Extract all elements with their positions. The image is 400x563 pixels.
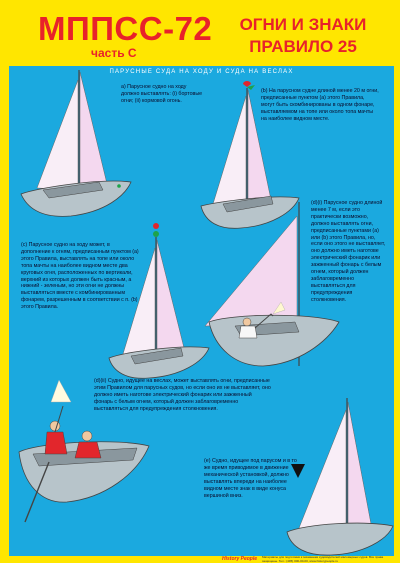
small-sailboat-illustration <box>204 202 340 367</box>
cone-shape-icon <box>291 464 305 478</box>
rowboat-illustration <box>18 379 150 523</box>
paragraph-b: (b) На парусном судне длиной менее 20 м … <box>261 88 379 122</box>
publisher-logo: History People <box>222 556 258 562</box>
imprint-text: Материалы для подготовки к экзаменам суд… <box>262 555 384 563</box>
page-title: МППСС-72 <box>38 10 213 47</box>
sidelight-green-icon <box>117 184 121 188</box>
person-2-head-icon <box>81 430 93 442</box>
part-label: часть С <box>91 46 137 60</box>
flashlight-beam-icon <box>272 301 286 315</box>
green-all-round-light-icon <box>153 231 159 237</box>
illustrations <box>18 70 394 556</box>
paragraph-a: а) Парусное судно на ходу должно выставл… <box>121 84 203 104</box>
sailboat-1-illustration <box>20 70 132 217</box>
content-panel: ПАРУСНЫЕ СУДА НА ХОДУ И СУДА НА ВЕСЛАХ <box>9 66 394 556</box>
person-1-head-icon <box>49 420 61 432</box>
oar-icon <box>24 461 50 523</box>
person-head-icon <box>242 317 252 327</box>
paragraph-d2: (d)(ii) Судно, идущее на веслах, может в… <box>94 378 271 412</box>
sailboat-2-illustration <box>200 81 300 229</box>
rule-title: ОГНИ И ЗНАКИ ПРАВИЛО 25 <box>239 15 367 56</box>
header: МППСС-72 часть С ОГНИ И ЗНАКИ ПРАВИЛО 25 <box>0 0 400 64</box>
lantern-beam-icon <box>50 379 72 403</box>
motor-sailer-illustration <box>286 398 394 556</box>
section-heading: ПАРУСНЫЕ СУДА НА ХОДУ И СУДА НА ВЕСЛАХ <box>109 69 294 75</box>
footer: History People Материалы для подготовки … <box>0 555 400 563</box>
sailboat-3-illustration <box>108 223 210 379</box>
paragraph-e: (e) Судно, идущее под парусом и в то же … <box>204 458 297 499</box>
red-all-round-light-icon <box>153 223 159 229</box>
paragraph-c: (с) Парусное судно на ходу может, в допо… <box>21 242 139 311</box>
paragraph-d1: (d)(i) Парусное судно длиной менее 7 м, … <box>311 200 386 303</box>
